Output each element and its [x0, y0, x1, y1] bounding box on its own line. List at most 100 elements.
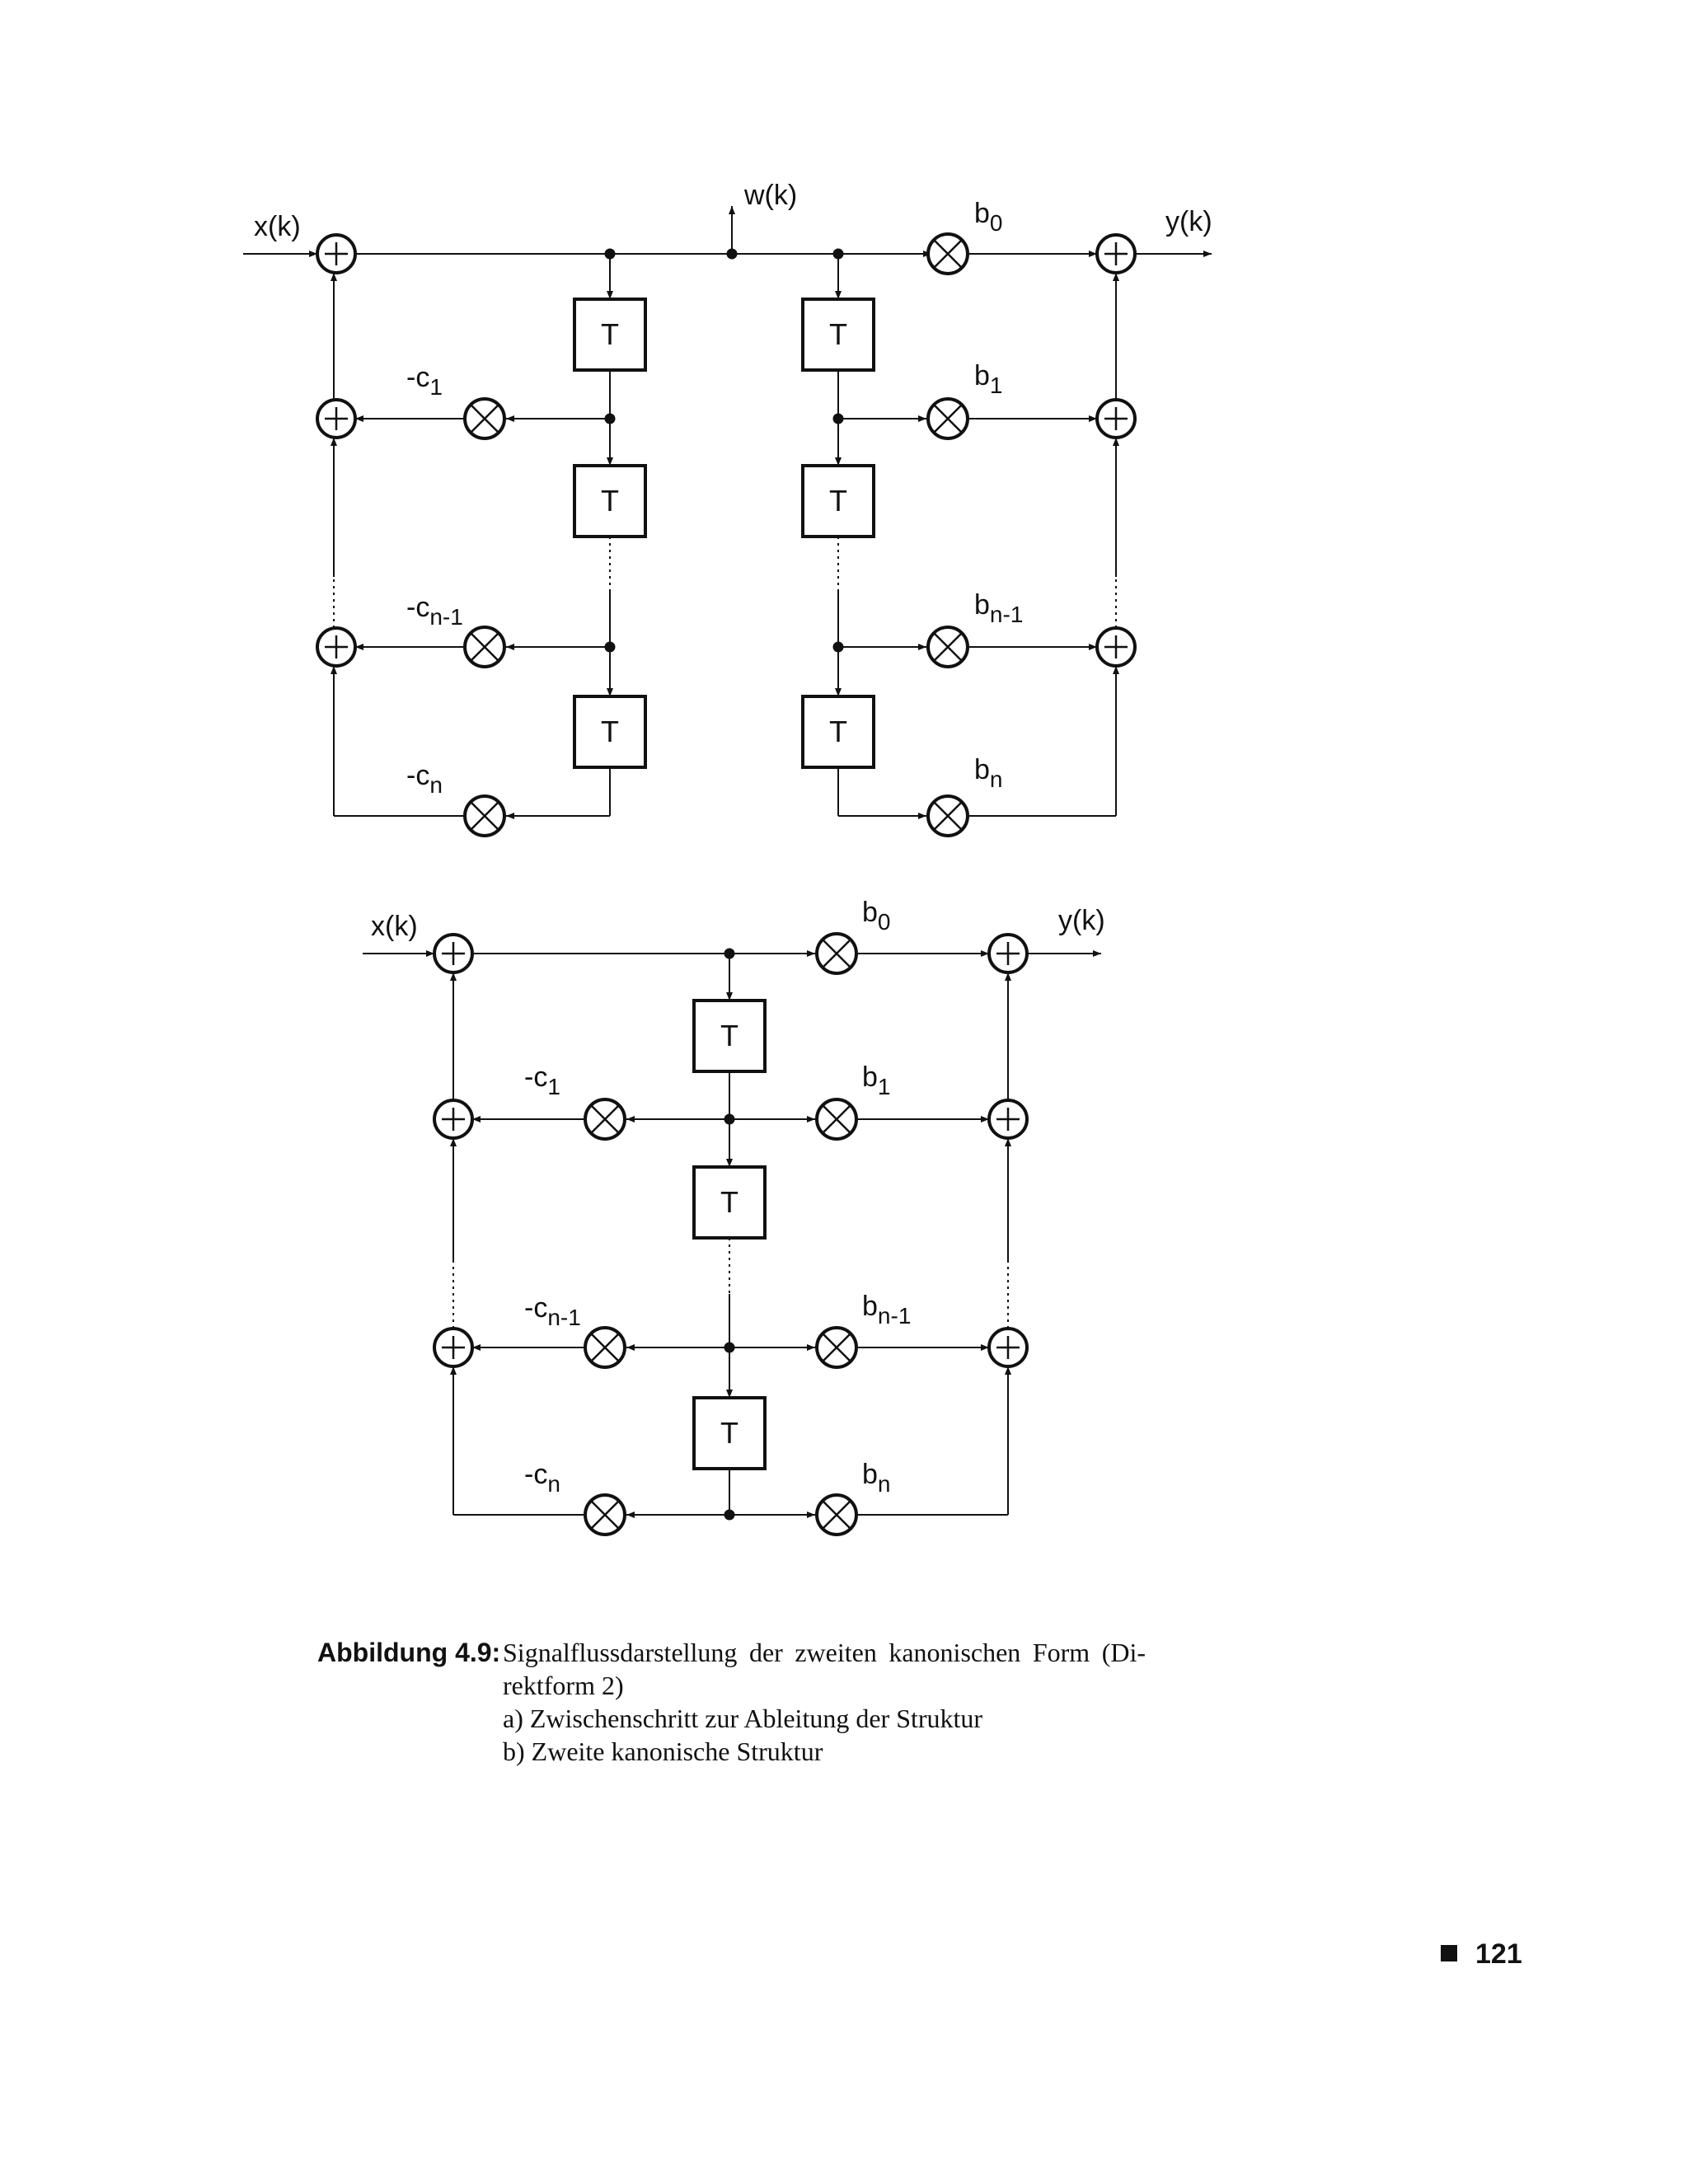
- adder-icon: [987, 933, 1029, 974]
- adder-icon: [1095, 398, 1137, 439]
- adder-icon: [987, 1327, 1029, 1368]
- svg-text:b1: b1: [862, 1062, 891, 1099]
- svg-text:b0: b0: [974, 198, 1003, 236]
- delay-label: T: [601, 317, 619, 351]
- junction-dot: [832, 641, 844, 653]
- coef-sub: 0: [990, 210, 1003, 236]
- svg-text:bn-1: bn-1: [974, 589, 1023, 627]
- junction-dot: [726, 248, 738, 260]
- caption-text: Signalflussdarstellung der zweiten kanon…: [503, 1638, 1146, 1700]
- coef-cn: -c: [524, 1459, 547, 1490]
- coef-b1: b: [862, 1062, 878, 1093]
- input-label: x(k): [371, 911, 418, 942]
- adder-icon: [1095, 626, 1137, 668]
- delay-label: T: [720, 1019, 738, 1052]
- junction-dot: [724, 1113, 735, 1125]
- coef-sub: n-1: [429, 604, 462, 630]
- multiplier-icon: [815, 1326, 858, 1369]
- svg-text:-cn-1: -cn-1: [524, 1292, 581, 1330]
- multiplier-icon: [584, 1493, 626, 1536]
- multiplier-icon: [584, 1326, 626, 1369]
- delay-block: [801, 464, 875, 538]
- delay-label: T: [601, 484, 619, 518]
- svg-text:bn-1: bn-1: [862, 1291, 911, 1329]
- adder-icon: [316, 626, 357, 668]
- junction-dot: [604, 413, 616, 424]
- svg-text:-c1: -c1: [524, 1062, 560, 1099]
- svg-text:b1: b1: [974, 360, 1003, 398]
- junction-dot: [724, 1509, 735, 1521]
- multiplier-icon: [815, 1098, 858, 1141]
- diagram-b: [363, 950, 1101, 1518]
- state-label: w(k): [743, 180, 797, 211]
- coef-sub: n: [429, 772, 443, 798]
- input-label: x(k): [254, 211, 301, 242]
- adder-icon: [316, 233, 357, 274]
- multiplier-icon: [815, 932, 858, 975]
- delay-block: [573, 464, 647, 538]
- coef-b0: b: [862, 897, 878, 928]
- adder-icon: [1095, 233, 1137, 274]
- coef-cn: -c: [406, 760, 429, 791]
- delay-block: [573, 695, 647, 769]
- junction-dot: [604, 641, 616, 653]
- coef-sub: 1: [547, 1074, 560, 1099]
- junction-dot: [832, 248, 844, 260]
- coef-sub: n: [990, 766, 1003, 792]
- caption-line-b: b) Zweite kanonische Struktur: [503, 1736, 823, 1766]
- adder-icon: [316, 398, 357, 439]
- delay-block: [801, 695, 875, 769]
- output-label: y(k): [1165, 206, 1212, 237]
- multiplier-icon: [815, 1493, 858, 1536]
- svg-text:-cn: -cn: [406, 760, 443, 798]
- svg-text:-cn: -cn: [524, 1459, 560, 1497]
- coef-bn1: b: [862, 1291, 878, 1322]
- caption-line-a: a) Zwischenschritt zur Ableitung der Str…: [503, 1704, 983, 1733]
- coef-sub: 0: [878, 909, 891, 935]
- delay-block: [692, 1165, 767, 1240]
- adder-icon: [433, 1327, 474, 1368]
- adder-icon: [433, 933, 474, 974]
- coef-sub: 1: [429, 374, 443, 400]
- delay-block: [692, 1396, 767, 1470]
- coef-cn1: -c: [406, 592, 429, 623]
- adder-icon: [987, 1099, 1029, 1140]
- multiplier-icon: [926, 794, 969, 837]
- coef-cn1: -c: [524, 1292, 547, 1324]
- page-number-text: 121: [1475, 1938, 1522, 1970]
- delay-label: T: [720, 1185, 738, 1219]
- coef-bn1: b: [974, 589, 990, 621]
- junction-dot: [724, 948, 735, 959]
- svg-text:-cn-1: -cn-1: [406, 592, 463, 630]
- coef-b0: b: [974, 198, 990, 229]
- multiplier-icon: [584, 1098, 626, 1141]
- junction-dot: [724, 1342, 735, 1353]
- delay-block: [692, 999, 767, 1073]
- multiplier-icon: [463, 794, 506, 837]
- coef-sub: n: [547, 1471, 560, 1497]
- delay-label: T: [829, 715, 847, 748]
- svg-text:bn: bn: [974, 754, 1003, 792]
- coef-c1: -c: [406, 362, 429, 393]
- coef-sub: n: [878, 1471, 891, 1497]
- coef-sub: n-1: [547, 1305, 580, 1330]
- coef-b1: b: [974, 360, 990, 391]
- page-number: 121: [1441, 1938, 1522, 1971]
- delay-label: T: [829, 484, 847, 518]
- coef-bn: b: [974, 754, 990, 785]
- coef-sub: 1: [878, 1074, 891, 1099]
- adder-icon: [433, 1099, 474, 1140]
- svg-text:bn: bn: [862, 1459, 891, 1497]
- coef-sub: n-1: [878, 1303, 911, 1329]
- multiplier-icon: [463, 397, 506, 440]
- junction-dot: [832, 413, 844, 424]
- coef-sub: n-1: [990, 602, 1023, 627]
- junction-dot: [604, 248, 616, 260]
- multiplier-icon: [926, 232, 969, 275]
- delay-block: [801, 298, 875, 372]
- svg-text:b0: b0: [862, 897, 891, 935]
- coef-sub: 1: [990, 373, 1003, 398]
- coef-c1: -c: [524, 1062, 547, 1093]
- diagram-a: [243, 206, 1212, 819]
